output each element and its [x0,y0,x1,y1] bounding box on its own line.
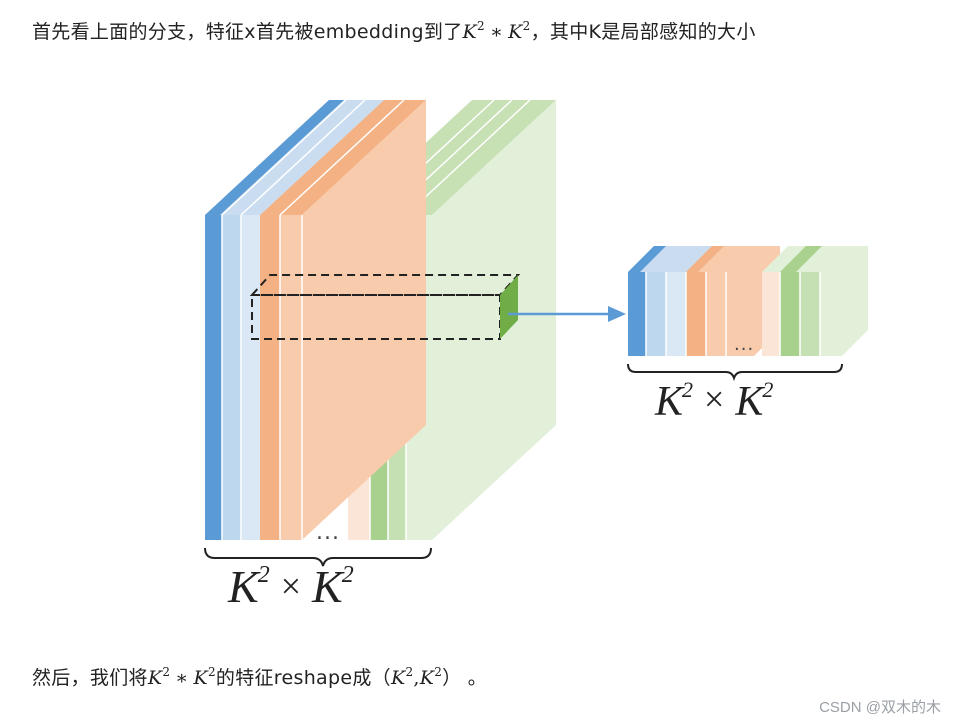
intro-paragraph: 首先看上面的分支，特征x首先被embedding到了K2∗K2，其中K是局部感知… [32,18,756,46]
dots-right: ... [734,334,755,355]
big-feature-stack [205,99,556,540]
reshape-text-before: 然后，我们将 [32,667,148,689]
reshape-math-tuple: K2,K2 [390,665,443,689]
label-sup: 2 [682,377,693,402]
label-sup: 2 [762,377,773,402]
math-sup: 2 [434,665,443,679]
intro-math: K2∗K2 [462,19,531,43]
patch-selection [249,274,521,340]
math-sup: 2 [522,19,531,33]
blue-slab-mid [222,215,241,540]
math-op: ∗ [489,21,504,43]
label-sup: 2 [341,562,354,588]
math-sup: 2 [477,19,485,33]
label-times: × [280,566,301,606]
left-brace [204,547,432,567]
reshape-paragraph: 然后，我们将K2∗K2的特征reshape成（K2,K2） 。 [32,664,487,692]
math-op: ∗ [175,667,189,689]
intro-text-before: 首先看上面的分支，特征x首先被embedding到了 [32,21,463,43]
blue-slab-dark [205,215,222,540]
label-k: K [228,561,259,612]
reshape-text-after: ） 。 [442,667,488,689]
orange-slab-side [302,100,426,540]
math-k: K [147,667,163,689]
label-times: × [704,379,724,419]
math-k: K [193,667,208,689]
math-k: K [508,21,523,43]
math-sup: 2 [405,665,414,679]
blue-slab-top-dark [205,100,344,215]
math-k: K [462,21,477,43]
small-feature-stack [628,246,868,356]
reshape-math-product: K2∗K2 [147,665,216,689]
csdn-watermark: CSDN @双木的木 [819,699,941,716]
dots-left: ... [316,520,340,545]
reshape-arrow [508,306,626,322]
patch-end-face [500,275,518,339]
right-dimension-label: K2×K2 [655,377,773,426]
intro-text-after: ，其中K是局部感知的大小 [530,21,756,43]
math-k: K [419,667,435,689]
orange-slab-light [280,215,302,540]
math-k: K [390,667,406,689]
reshape-text-mid: 的特征reshape成（ [215,667,391,689]
label-k: K [655,379,683,425]
math-sup: 2 [207,665,216,679]
label-sup: 2 [257,562,270,588]
right-brace [627,363,843,382]
blue-slab-light [241,215,260,540]
label-k: K [312,561,343,612]
math-sup: 2 [162,665,171,679]
green-slab-side [432,100,556,540]
left-dimension-label: K2×K2 [228,560,354,613]
math-comma: , [413,667,420,689]
label-k: K [735,379,763,425]
orange-slab-dark [260,215,280,540]
